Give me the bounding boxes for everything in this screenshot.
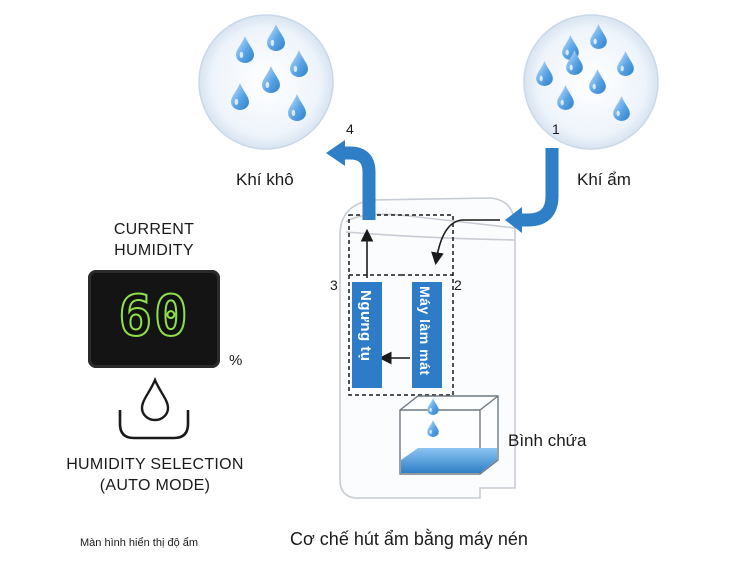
main-caption: Cơ chế hút ẩm bằng máy nén <box>290 529 528 549</box>
humid-air-circle <box>523 14 659 150</box>
dry-air-outlet-arrow <box>326 140 376 220</box>
water-tank <box>399 395 499 475</box>
cooler-bar <box>412 282 442 388</box>
humidity-display: 60 <box>88 270 220 368</box>
dry-air-circle <box>198 14 334 150</box>
cooler-label: Máy làm mát <box>417 286 433 376</box>
inner-airflow-arrows <box>360 219 500 365</box>
step-1-number: 1 <box>552 121 560 137</box>
step-4-number: 4 <box>346 121 354 137</box>
humidity-value: 60 <box>117 283 190 350</box>
humidity-selection-label: HUMIDITY SELECTION <box>66 456 244 473</box>
step-2-number: 2 <box>454 277 462 293</box>
airflow-dashed-frame <box>348 214 454 396</box>
current-humidity-title-line1: CURRENT <box>113 221 195 238</box>
auto-mode-label: (AUTO MODE) <box>99 477 211 494</box>
dry-air-label: Khí khô <box>236 170 294 189</box>
percent-unit: % <box>229 352 243 369</box>
water-tank-label: Bình chứa <box>508 431 587 450</box>
condenser-label: Ngưng tụ <box>357 290 374 362</box>
humid-air-inlet-arrow <box>505 148 559 233</box>
humidity-selection-icon <box>118 376 190 440</box>
humid-air-label: Khí ẩm <box>577 170 631 189</box>
current-humidity-title-line2: HUMIDITY <box>114 242 194 259</box>
display-caption: Màn hình hiển thị độ ẩm <box>80 537 199 549</box>
condenser-bar <box>352 282 382 388</box>
step-3-number: 3 <box>330 277 338 293</box>
